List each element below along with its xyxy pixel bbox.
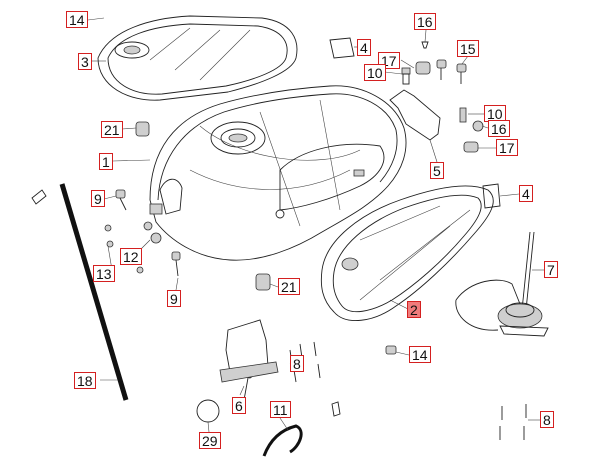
- bolt-group-right: [499, 404, 527, 440]
- callout-29: 29: [199, 432, 221, 449]
- callout-12: 12: [120, 248, 142, 265]
- callout-11: 11: [270, 401, 291, 418]
- rubber-pad-top: [329, 37, 355, 59]
- callout-4: 4: [519, 185, 533, 202]
- screw-lower: [385, 345, 397, 355]
- callout-1: 1: [99, 153, 113, 170]
- callout-14: 14: [409, 346, 431, 363]
- callout-18: 18: [74, 372, 96, 389]
- callout-5: 5: [430, 162, 444, 179]
- fuel-hose: [262, 424, 303, 457]
- rubber-pad-right: [482, 183, 501, 209]
- left-fasteners: [104, 189, 271, 291]
- right-fasteners: [459, 107, 484, 153]
- callout-9: 9: [91, 190, 105, 207]
- tank-top-cover: [97, 15, 298, 101]
- hose-clip: [331, 401, 341, 417]
- callout-16: 16: [488, 120, 510, 137]
- mounting-bracket: [389, 89, 441, 141]
- o-ring: [196, 399, 220, 423]
- callout-21: 21: [101, 121, 123, 138]
- callout-9: 9: [167, 290, 181, 307]
- callout-3: 3: [78, 53, 92, 70]
- callout-8: 8: [290, 355, 304, 372]
- callout-4: 4: [357, 39, 371, 56]
- fuel-tank-body: [149, 85, 407, 261]
- callout-10: 10: [364, 64, 386, 81]
- leader-lines: [87, 17, 544, 433]
- small-bolt-left: [31, 189, 47, 205]
- callout-15: 15: [457, 40, 479, 57]
- callout-2-highlighted: 2: [407, 301, 421, 318]
- callout-21: 21: [278, 278, 300, 295]
- callout-13: 13: [93, 265, 115, 282]
- callout-8: 8: [540, 411, 554, 428]
- callout-7: 7: [544, 261, 558, 278]
- callout-14: 14: [66, 11, 88, 28]
- fuel-level-sensor: [455, 231, 549, 337]
- fuel-pump-unit: [219, 319, 279, 401]
- tank-side-cover: [320, 185, 494, 321]
- callout-10: 10: [484, 105, 506, 122]
- callout-17: 17: [496, 139, 518, 156]
- damper-upper: [135, 121, 150, 137]
- callout-16: 16: [414, 13, 436, 30]
- top-fasteners: [401, 41, 467, 85]
- callout-6: 6: [232, 397, 246, 414]
- rubber-seal-strip: [59, 183, 129, 401]
